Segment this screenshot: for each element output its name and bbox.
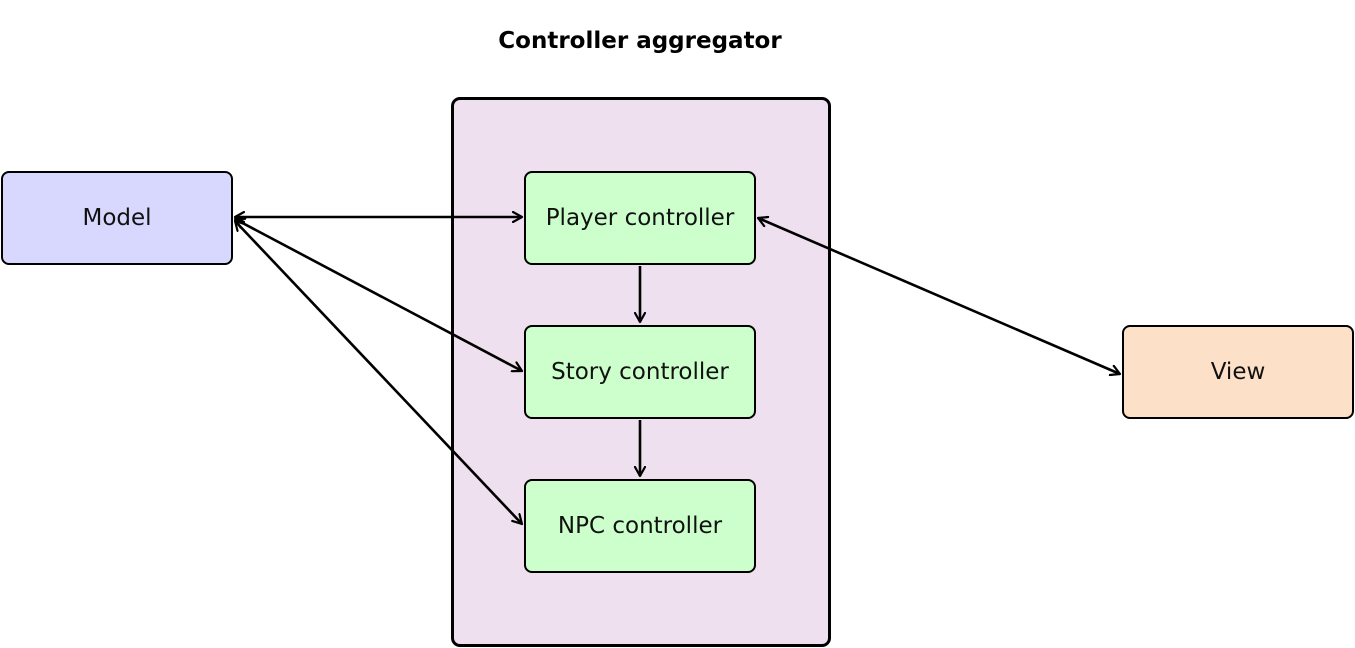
view-node: View <box>1122 325 1354 419</box>
aggregator-title: Controller aggregator <box>498 28 782 54</box>
story-controller-node: Story controller <box>524 325 756 419</box>
player-controller-node: Player controller <box>524 171 756 265</box>
npc-controller-node: NPC controller <box>524 479 756 573</box>
model-node: Model <box>1 171 233 265</box>
